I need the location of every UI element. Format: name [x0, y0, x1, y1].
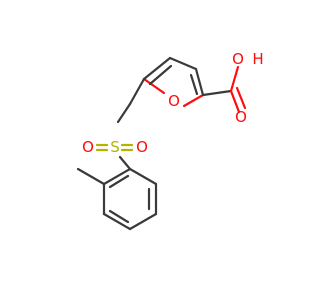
bond-furan-c3-c4: [194, 67, 205, 97]
bond-furan-c3-c4-double: [189, 73, 199, 96]
bond-ar-c3-c4-double: [108, 209, 130, 224]
atom-sulfonyl-oxygen-right: O: [136, 138, 148, 156]
bond-carboxyl-carbonyl: [229, 89, 241, 114]
atom-ring-oxygen: O: [168, 92, 180, 110]
bond-ar-c6-c1: [128, 167, 158, 186]
bond-furan-c2-c3: [168, 56, 198, 71]
atom-sulfonyl-oxygen-left: O: [82, 138, 94, 156]
bond-carboxyl-carbonyl-double: [235, 86, 247, 110]
atom-hydroxyl-oxygen: O: [232, 50, 244, 68]
atom-hydroxyl-hydrogen: H: [252, 50, 263, 68]
bond-furan-c4-o: [182, 93, 205, 108]
bond-furan-c5-c2-double: [148, 64, 173, 86]
bond-ar-c1-c2-double: [108, 174, 130, 189]
bond-c5-ch2: [128, 77, 146, 106]
bond-s-aryl: [118, 155, 132, 171]
bond-ar-c4-c5: [128, 212, 158, 231]
bond-furan-c5-c2: [142, 56, 172, 81]
bond-furan-c5-o: [142, 77, 166, 95]
bond-ar-c3-c4: [102, 212, 132, 231]
bond-carboxyl-oh: [229, 65, 240, 93]
bond-ar-c1-c2: [102, 167, 132, 186]
atom-sulfur: S: [110, 138, 120, 156]
bond-ch2-s: [116, 102, 132, 124]
bond-c4-carboxyl: [201, 89, 233, 97]
molecule-structure: O O O H S O O: [76, 50, 264, 231]
atom-carbonyl-oxygen: O: [235, 108, 247, 126]
bond-methyl: [76, 167, 106, 186]
